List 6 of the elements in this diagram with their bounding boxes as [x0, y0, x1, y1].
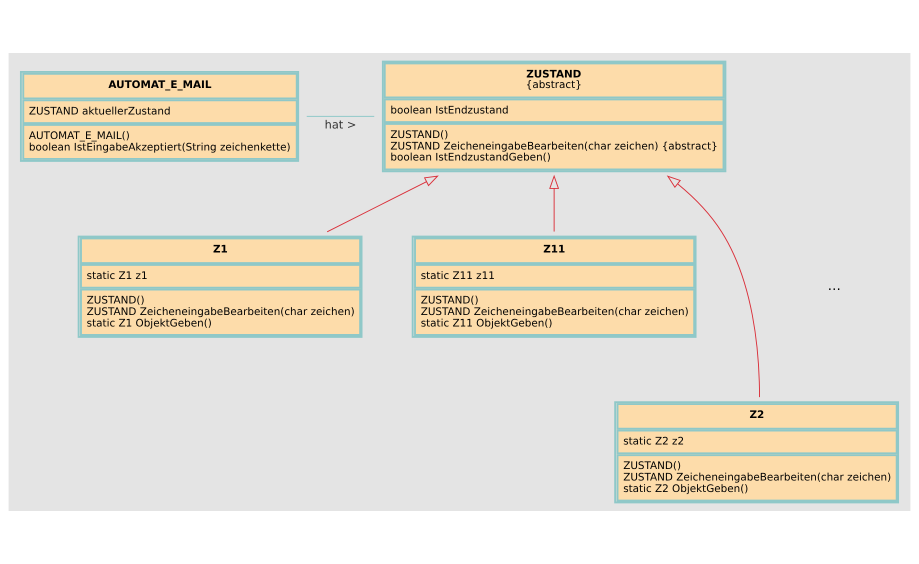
connector [306, 116, 375, 117]
arrow [549, 174, 560, 232]
edge-label: hat > [324, 117, 356, 132]
arrow [666, 175, 760, 398]
arrow [326, 175, 439, 232]
label: … [828, 279, 841, 294]
